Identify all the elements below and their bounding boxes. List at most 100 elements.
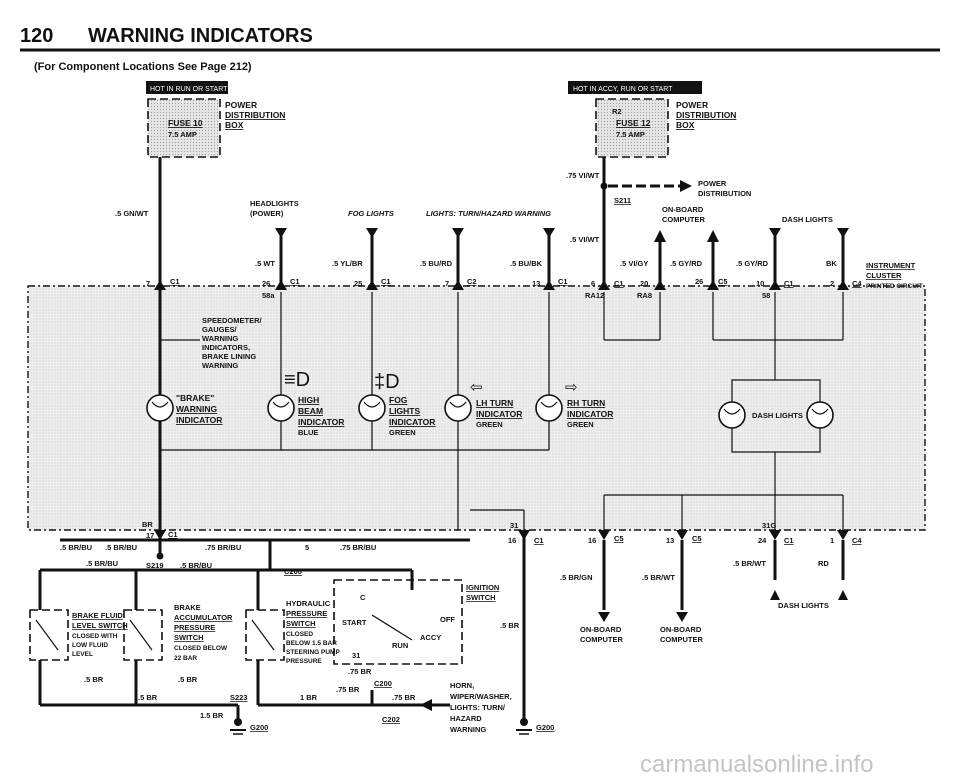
instrument-cluster-label: PRINTED CIRCUIT (866, 283, 923, 290)
svg-text:16: 16 (508, 536, 516, 545)
fuse-12-slot: R2 (612, 107, 622, 116)
onboard-top-label: ON-BOARD (662, 205, 704, 214)
wire-label: .5 BR (500, 621, 520, 630)
onboard-bottom-label: ON-BOARD (580, 625, 622, 634)
connector-c5: C5 (718, 277, 728, 286)
high-beam-label: INDICATOR (298, 417, 344, 427)
wire-label: .5 YL/BR (332, 259, 363, 268)
wire-label: 1 BR (300, 693, 318, 702)
connector-c1: C1 (784, 279, 794, 288)
top-connectors: 7 C1 26 C1 58a 25 C1 7 C2 13 C1 6 C1 RA1… (146, 277, 862, 300)
svg-text:26: 26 (262, 279, 270, 288)
svg-text:7: 7 (146, 279, 150, 288)
svg-text:16: 16 (588, 536, 596, 545)
high-beam-symbol: ≡D (284, 369, 310, 391)
fuse-12-label: FUSE 12 (616, 118, 651, 128)
brake-accum-label: BRAKE (174, 603, 201, 612)
pdb-2-label-1: POWER (676, 100, 708, 110)
wire-label: .5 WT (255, 259, 275, 268)
wire-label: .5 GY/RD (670, 259, 703, 268)
pdb-1-label-2: DISTRIBUTION (225, 110, 285, 120)
wire-label: .5 BR (178, 675, 198, 684)
connector-ra8: RA8 (637, 291, 652, 300)
wire-label: RD (818, 559, 829, 568)
indicator-lamps: ≡D ‡D ⇦ ⇨ (146, 369, 834, 429)
s219-label: S219 (146, 561, 164, 570)
connector-c1: C1 (558, 277, 568, 286)
speedo-label: WARNING (202, 361, 238, 370)
svg-text:17: 17 (146, 531, 154, 540)
wire-label: .5 BR/BU (86, 559, 118, 568)
svg-text:58a: 58a (262, 291, 275, 300)
speedo-label: INDICATORS, (202, 343, 250, 352)
fog-color: GREEN (389, 428, 416, 437)
s211-label: S211 (614, 196, 631, 205)
fuse-box-12: HOT IN ACCY, RUN OR START R2 FUSE 12 7.5… (568, 81, 736, 158)
wire-label: .5 BR (84, 675, 104, 684)
brake-accum-label: SWITCH (174, 633, 204, 642)
ignition-pos-run: RUN (392, 641, 408, 650)
brake-accum-label: ACCUMULATOR (174, 613, 233, 622)
bottom-connectors: BR 17 C1 S219 .5 BR/BU .5 BR/BU .75 BR/B… (60, 520, 862, 644)
onboard-bottom-label: ON-BOARD (660, 625, 702, 634)
wire-label: .75 BR/BU (205, 543, 241, 552)
horn-label: HAZARD (450, 714, 482, 723)
dash-light-lamp-2 (806, 401, 834, 429)
hydraulic-label: PRESSURE (286, 658, 322, 665)
hydraulic-label: SWITCH (286, 619, 316, 628)
svg-text:31: 31 (352, 651, 360, 660)
ignition-pos-accy: ACCY (420, 633, 441, 642)
lh-turn-label: INDICATOR (476, 409, 522, 419)
connector-c1: C1 (614, 279, 624, 288)
fog-symbol: ‡D (374, 371, 400, 393)
fog-label: INDICATOR (389, 417, 435, 427)
fuse-box-2-fill (596, 99, 668, 157)
ignition-switch-box (333, 579, 463, 665)
ignition-pos-start: START (342, 618, 367, 627)
rh-turn-arrow-icon: ⇨ (565, 379, 578, 396)
ground-symbols: G200 G200 (230, 718, 554, 735)
connector-c2: C2 (467, 277, 477, 286)
wire-label: .5 VI/GY (620, 259, 648, 268)
brake-fluid-label: CLOSED WITH (72, 633, 118, 640)
s211-splice: S211 (600, 180, 692, 205)
page-subtitle: (For Component Locations See Page 212) (34, 61, 252, 73)
wire-label: .5 GY/RD (736, 259, 769, 268)
horn-label: WIPER/WASHER, (450, 692, 512, 701)
s223-label: S223 (230, 693, 248, 702)
power-dist-label: POWER (698, 179, 727, 188)
brake-accum-label: CLOSED BELOW (174, 645, 228, 652)
svg-text:2: 2 (830, 279, 834, 288)
svg-text:58: 58 (762, 291, 770, 300)
lh-turn-color: GREEN (476, 420, 503, 429)
speedo-label: WARNING (202, 334, 238, 343)
hot-banner-2-text: HOT IN ACCY, RUN OR START (573, 86, 673, 93)
hydraulic-label: STEERING PUMP (286, 649, 340, 656)
wire-label: .5 BU/BK (510, 259, 543, 268)
fog-label: LIGHTS (389, 406, 420, 416)
brake-accum-label: 22 BAR (174, 655, 197, 662)
watermark: carmanualsonline.info (640, 751, 873, 778)
page-header: 120 WARNING INDICATORS (For Component Lo… (20, 25, 940, 73)
high-beam-color: BLUE (298, 428, 318, 437)
feed-arrows (275, 228, 849, 242)
wire-label: .75 BR (348, 667, 372, 676)
hydraulic-label: HYDRAULIC (286, 599, 331, 608)
rh-turn-label: RH TURN (567, 398, 605, 408)
dash-lights-top-label: DASH LIGHTS (782, 215, 833, 224)
svg-text:5: 5 (305, 543, 309, 552)
pdb-2-label-2: DISTRIBUTION (676, 110, 736, 120)
hot-banner-2 (568, 81, 702, 94)
wire-label: .5 BU/RD (420, 259, 453, 268)
brake-fluid-label: LOW FLUID (72, 642, 108, 649)
fuse-box-2-border (595, 98, 669, 158)
wire-label: .75 VI/WT (566, 171, 600, 180)
ignition-c: C (360, 593, 366, 602)
speedo-label: BRAKE LINING (202, 352, 256, 361)
wire-label: .5 VI/WT (570, 235, 600, 244)
headlights-label: HEADLIGHTS (250, 199, 299, 208)
pdb-1-label-1: POWER (225, 100, 257, 110)
instrument-cluster-label: INSTRUMENT (866, 261, 916, 270)
fuse-10-label: FUSE 10 (168, 118, 203, 128)
fog-lamp (358, 394, 386, 422)
